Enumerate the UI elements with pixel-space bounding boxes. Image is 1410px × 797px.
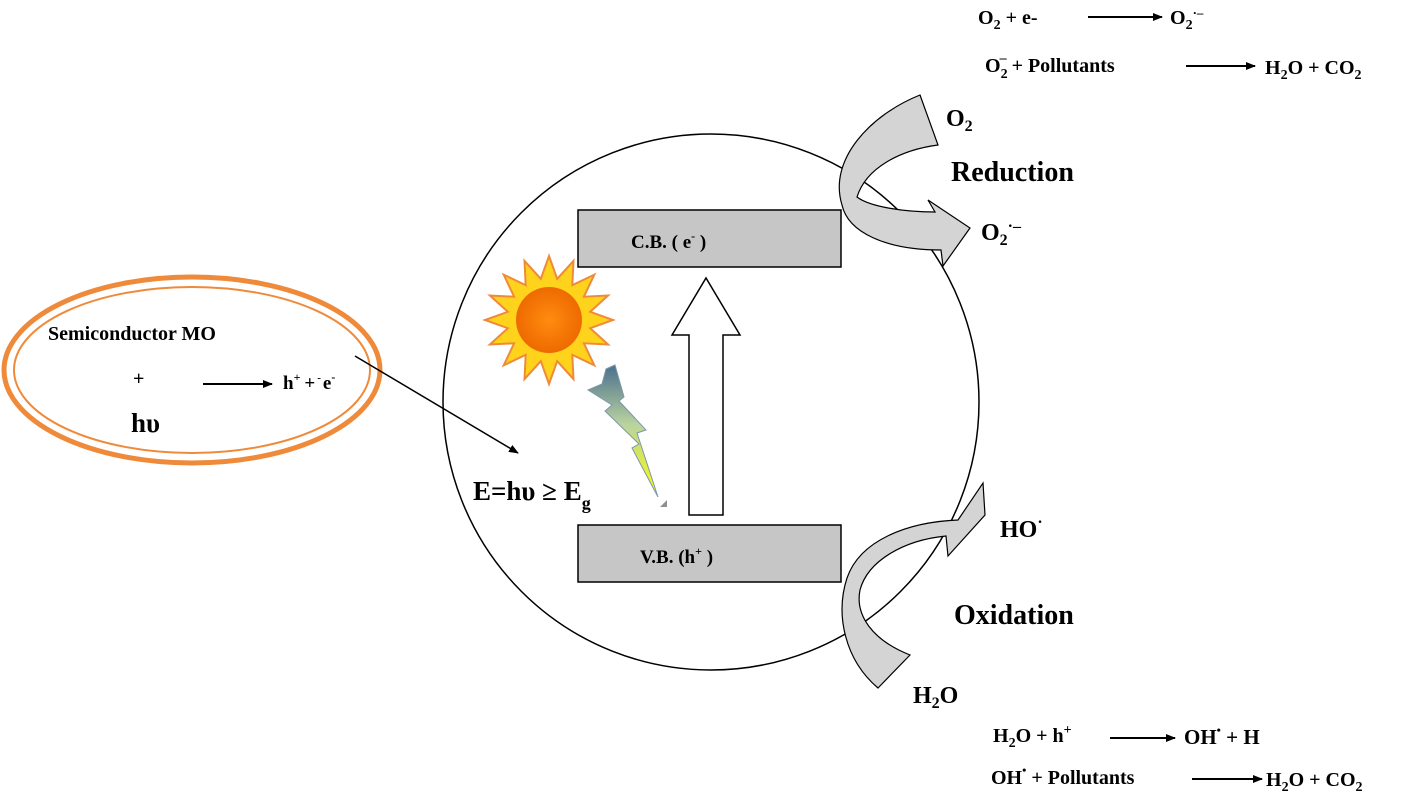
conduction-band	[577, 209, 842, 268]
sun-icon	[482, 253, 616, 387]
bottom-equation-2-left: OH• + Pollutants	[991, 763, 1135, 789]
lightning-bolt-icon	[586, 364, 659, 498]
reduction-curved-arrow	[838, 94, 971, 268]
conduction-band-label: C.B. ( e- )	[631, 229, 706, 253]
top-equation-2-right: H2O + CO2	[1265, 57, 1362, 83]
plus-sign: +	[133, 368, 144, 390]
electron-hole-products: h++-e-	[283, 370, 335, 394]
oxidation-curved-arrow	[841, 481, 986, 689]
valence-band	[577, 524, 842, 583]
oxidation-reactant-water: H2O	[913, 683, 958, 712]
photon-label: hυ	[131, 408, 160, 438]
reduction-product-superoxide: O2·–	[981, 218, 1022, 249]
top-equation-1-left: O2 + e-	[978, 7, 1038, 33]
bottom-equation-1-right: OH• + H	[1184, 723, 1260, 749]
valence-band-label: V.B. (h+ )	[640, 544, 713, 568]
bottom-equation-2-right: H2O + CO2	[1266, 769, 1363, 795]
semiconductor-ellipse	[1, 274, 383, 466]
reduction-reactant-o2: O2	[946, 106, 973, 135]
top-equation-2-left: O2– + Pollutants	[985, 51, 1115, 82]
small-triangle-marker	[660, 500, 667, 507]
oxidation-product-hydroxyl: HO·	[1000, 514, 1043, 543]
reduction-label: Reduction	[951, 157, 1074, 188]
bottom-equation-1-left: H2O + h+	[993, 723, 1072, 751]
excitation-arrow	[670, 276, 742, 516]
oxidation-label: Oxidation	[954, 600, 1074, 631]
energy-threshold-label: E=hυ ≥ Eg	[473, 476, 591, 513]
pointer-arrow	[354, 355, 519, 454]
semiconductor-mo-label: Semiconductor MO	[48, 323, 216, 345]
top-equation-1-right: O2·–	[1170, 5, 1204, 33]
